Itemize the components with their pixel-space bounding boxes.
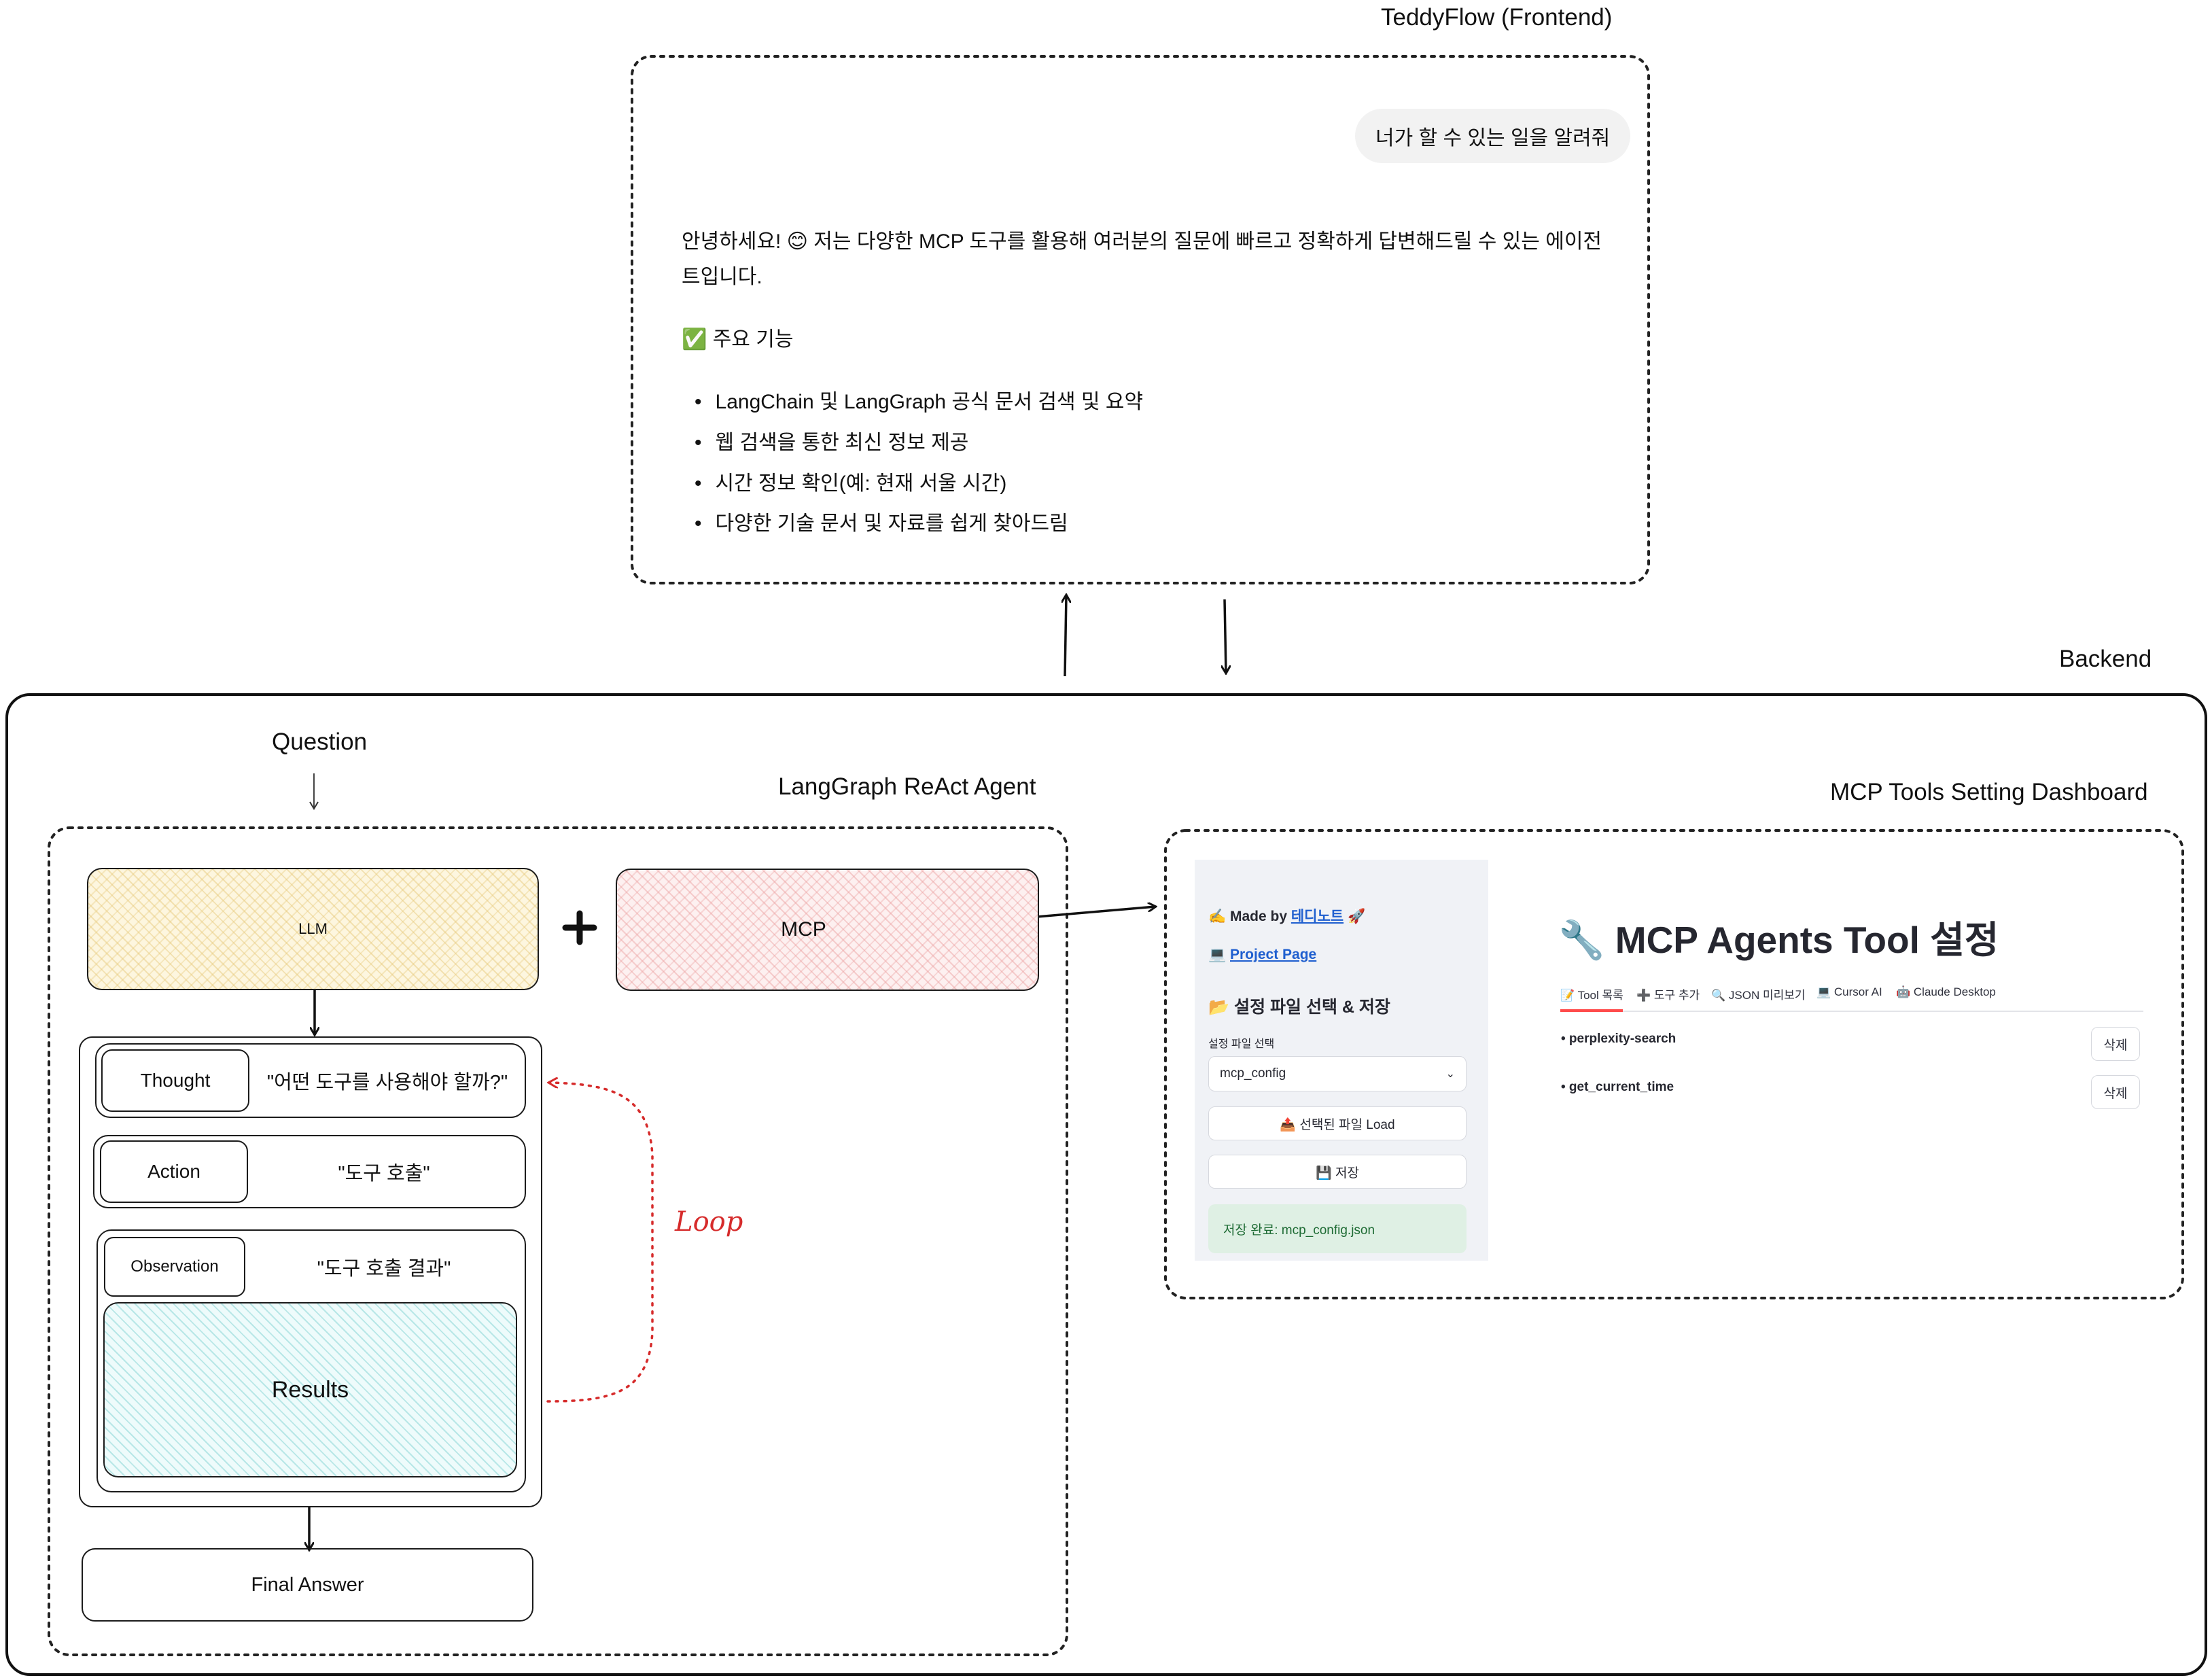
made-by-link[interactable]: 테디노트	[1291, 909, 1344, 924]
arrow-up-to-frontend	[1065, 595, 1066, 677]
tab-add-tool[interactable]: ➕ 도구 추가	[1636, 989, 1700, 1002]
loop-arrow	[546, 1083, 654, 1403]
tab-divider	[1560, 1011, 2143, 1012]
select-label: 설정 파일 선택	[1208, 1038, 1275, 1050]
agent-frame	[48, 826, 1068, 1656]
question-label: Question	[272, 729, 368, 755]
user-message-bubble: 너가 할 수 있는 일을 알려줘	[1355, 109, 1631, 163]
mcp-label: MCP	[781, 918, 826, 941]
loop-label: Loop	[675, 1206, 743, 1238]
delete-tool-button[interactable]: 삭제	[2091, 1027, 2140, 1061]
select-value: mcp_config	[1220, 1066, 1286, 1081]
tool-item: • get_current_time	[1561, 1080, 1674, 1094]
load-file-button[interactable]: 📤 선택된 파일 Load	[1208, 1106, 1467, 1140]
backend-frame	[5, 693, 2207, 1676]
frontend-frame	[631, 55, 1650, 584]
react-loop-container	[79, 1036, 542, 1507]
llm-node: LLM	[87, 868, 539, 990]
made-by-prefix: ✍️ Made by	[1208, 909, 1291, 924]
action-label: Action	[100, 1140, 248, 1203]
feature-item: 시간 정보 확인(예: 현재 서울 시간)	[695, 466, 1007, 496]
laptop-icon: 💻	[1208, 947, 1227, 962]
tab-claude-desktop[interactable]: 🤖 Claude Desktop	[1896, 985, 1996, 998]
dashboard-frame	[1164, 829, 2184, 1299]
save-status-alert: 저장 완료: mcp_config.json	[1208, 1204, 1467, 1253]
thought-row	[95, 1043, 526, 1118]
thought-text: "어떤 도구를 사용해야 할까?"	[266, 1072, 508, 1093]
tab-active-indicator	[1560, 1009, 1623, 1012]
config-heading: 📂 설정 파일 선택 & 저장	[1208, 998, 1390, 1017]
dashboard-main-title: 🔧 MCP Agents Tool 설정	[1558, 919, 1999, 961]
plus-icon	[562, 910, 597, 945]
feature-item: LangChain 및 LangGraph 공식 문서 검색 및 요약	[695, 385, 1144, 415]
mcp-node: MCP	[616, 869, 1039, 991]
observation-label: Observation	[104, 1237, 245, 1297]
tab-cursor-ai[interactable]: 💻 Cursor AI	[1816, 985, 1882, 998]
action-row	[93, 1135, 526, 1208]
assistant-reply-intro: 안녕하세요! 😊 저는 다양한 MCP 도구를 활용해 여러분의 질문에 빠르고…	[682, 230, 1602, 288]
delete-tool-button[interactable]: 삭제	[2091, 1075, 2140, 1109]
made-by-line: ✍️ Made by 테디노트 🚀	[1208, 905, 1365, 926]
project-page-link[interactable]: Project Page	[1230, 947, 1317, 962]
llm-label: LLM	[298, 920, 328, 937]
project-page-line: 💻 Project Page	[1208, 947, 1316, 963]
tab-json-preview[interactable]: 🔍 JSON 미리보기	[1711, 989, 1806, 1002]
feature-item: 웹 검색을 통한 최신 정보 제공	[695, 425, 969, 455]
made-by-suffix: 🚀	[1344, 909, 1366, 924]
action-text: "도구 호출"	[338, 1163, 430, 1185]
arrow-down-to-backend	[1225, 599, 1226, 673]
backend-title: Backend	[2059, 646, 2152, 672]
tool-item: • perplexity-search	[1561, 1032, 1676, 1046]
agent-title: LangGraph ReAct Agent	[778, 773, 1036, 800]
frontend-title: TeddyFlow (Frontend)	[1381, 4, 1613, 31]
chevron-down-icon: ⌄	[1445, 1068, 1455, 1080]
save-button[interactable]: 💾 저장	[1208, 1155, 1467, 1189]
observation-text: "도구 호출 결과"	[317, 1258, 451, 1280]
config-file-select[interactable]: mcp_config ⌄	[1208, 1056, 1467, 1091]
dashboard-title: MCP Tools Setting Dashboard	[1830, 779, 2148, 805]
features-heading: ✅ 주요 기능	[682, 328, 794, 351]
thought-label: Thought	[101, 1049, 249, 1112]
observation-block	[96, 1229, 526, 1492]
tab-tool-list[interactable]: 📝 Tool 목록	[1560, 989, 1623, 1002]
results-box: Results	[103, 1302, 517, 1477]
feature-item: 다양한 기술 문서 및 자료를 쉽게 찾아드림	[695, 506, 1068, 536]
final-answer-node: Final Answer	[82, 1548, 533, 1622]
